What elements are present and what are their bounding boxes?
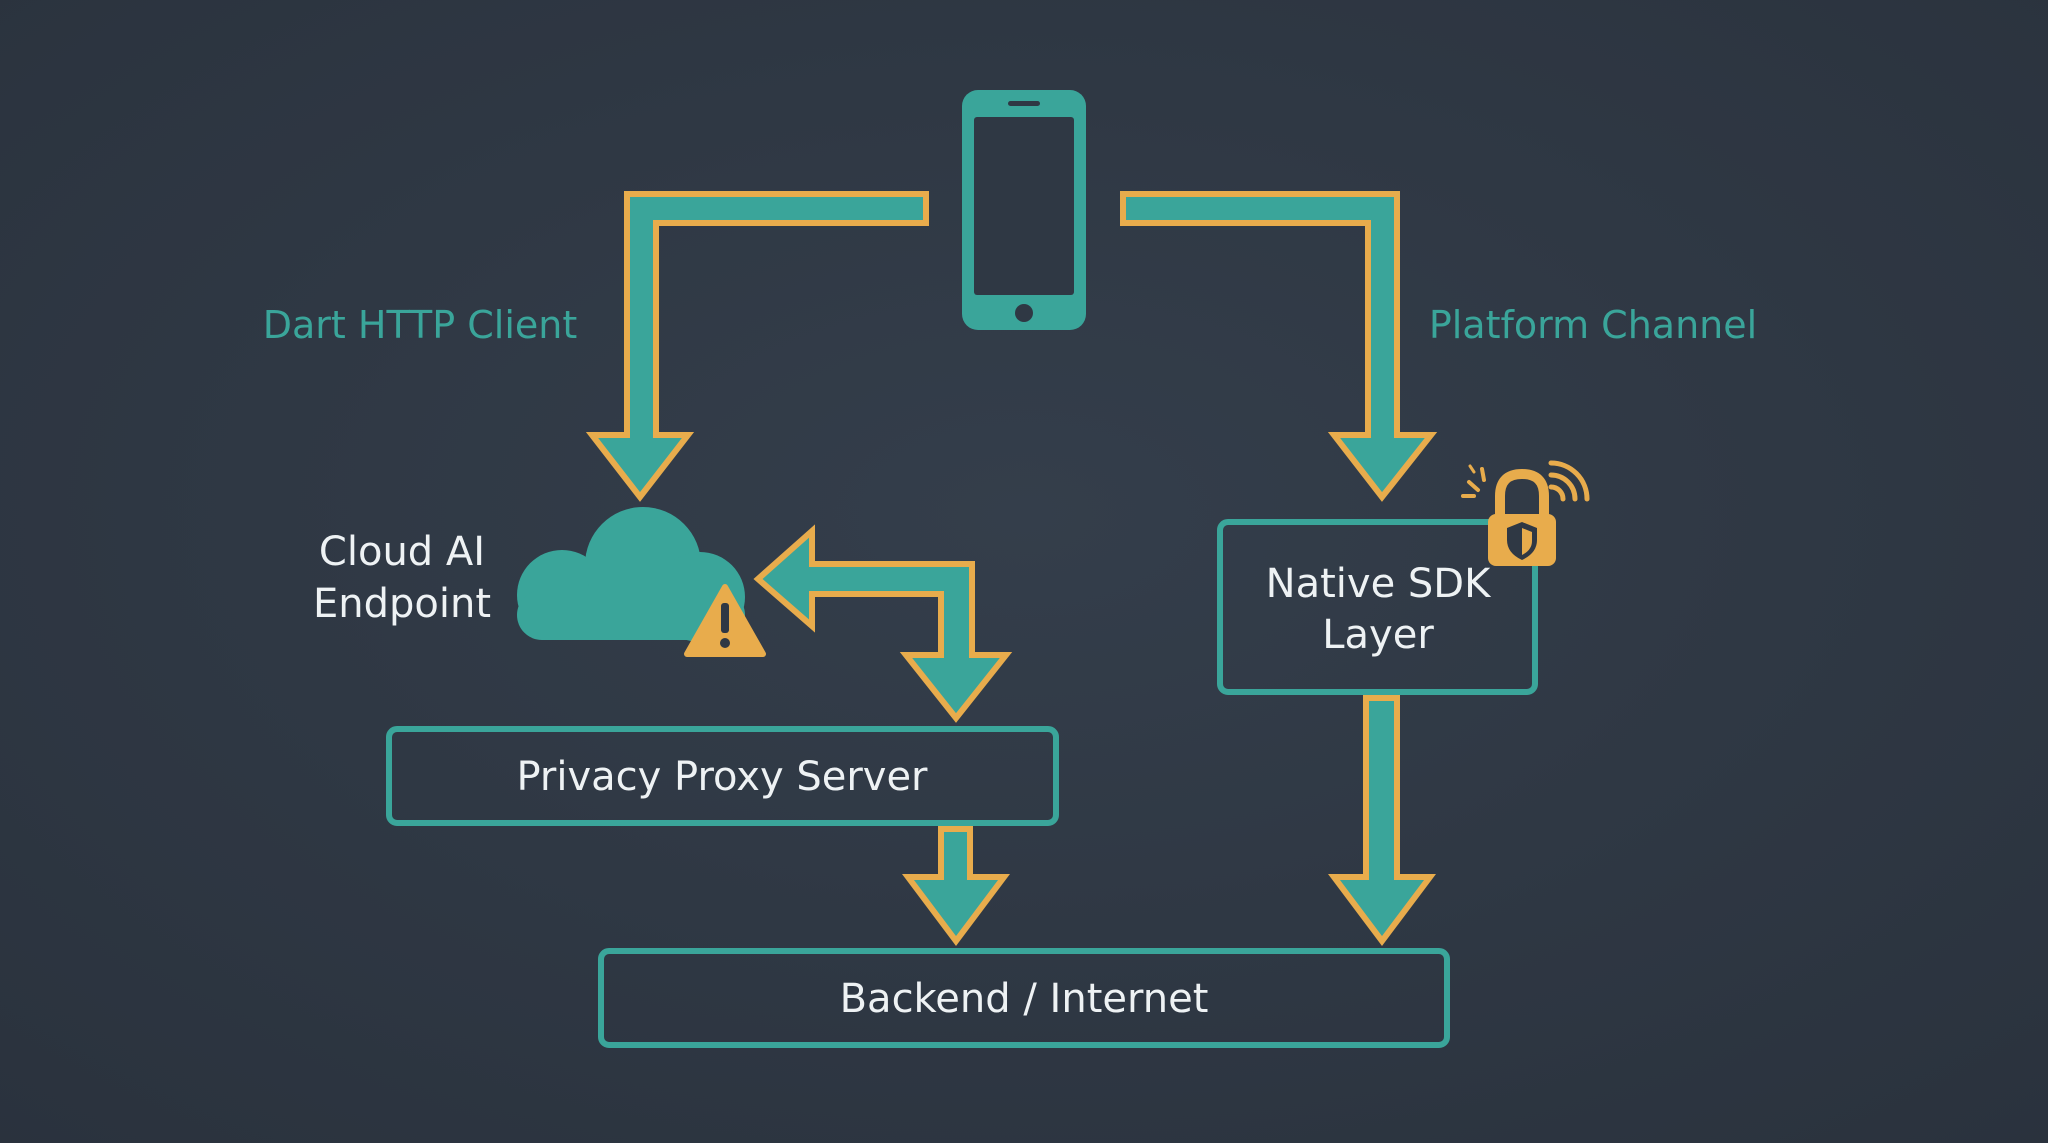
cloud-endpoint-label-line2: Endpoint [313, 581, 491, 627]
privacy-proxy-server-label: Privacy Proxy Server [517, 754, 929, 800]
cloud-endpoint-label-line1: Cloud AI [319, 529, 485, 575]
wireless-signal-icon [1461, 460, 1590, 502]
native-sdk-label-line2: Layer [1322, 612, 1434, 658]
arrow-phone-to-cloud [585, 191, 929, 502]
arrow-cloud-proxy-bidirectional [753, 524, 1013, 723]
arrows [585, 191, 1438, 946]
native-sdk-layer-box [1217, 519, 1538, 695]
backend-internet-box [598, 948, 1450, 1048]
cloud-icon [517, 507, 745, 642]
backend-internet-label: Backend / Internet [840, 976, 1209, 1022]
warning-icon [684, 584, 766, 657]
arrow-native-sdk-to-backend [1328, 695, 1436, 946]
native-sdk-label-line1: Native SDK [1266, 561, 1492, 607]
arrow-proxy-to-backend [902, 826, 1010, 946]
path-label-dart-http-client: Dart HTTP Client [263, 303, 577, 347]
arrow-phone-to-native-sdk [1120, 191, 1438, 502]
privacy-proxy-server-box [386, 726, 1059, 826]
smartphone-icon [962, 90, 1086, 330]
path-label-platform-channel: Platform Channel [1429, 303, 1757, 347]
padlock-shield-icon [1488, 468, 1556, 566]
